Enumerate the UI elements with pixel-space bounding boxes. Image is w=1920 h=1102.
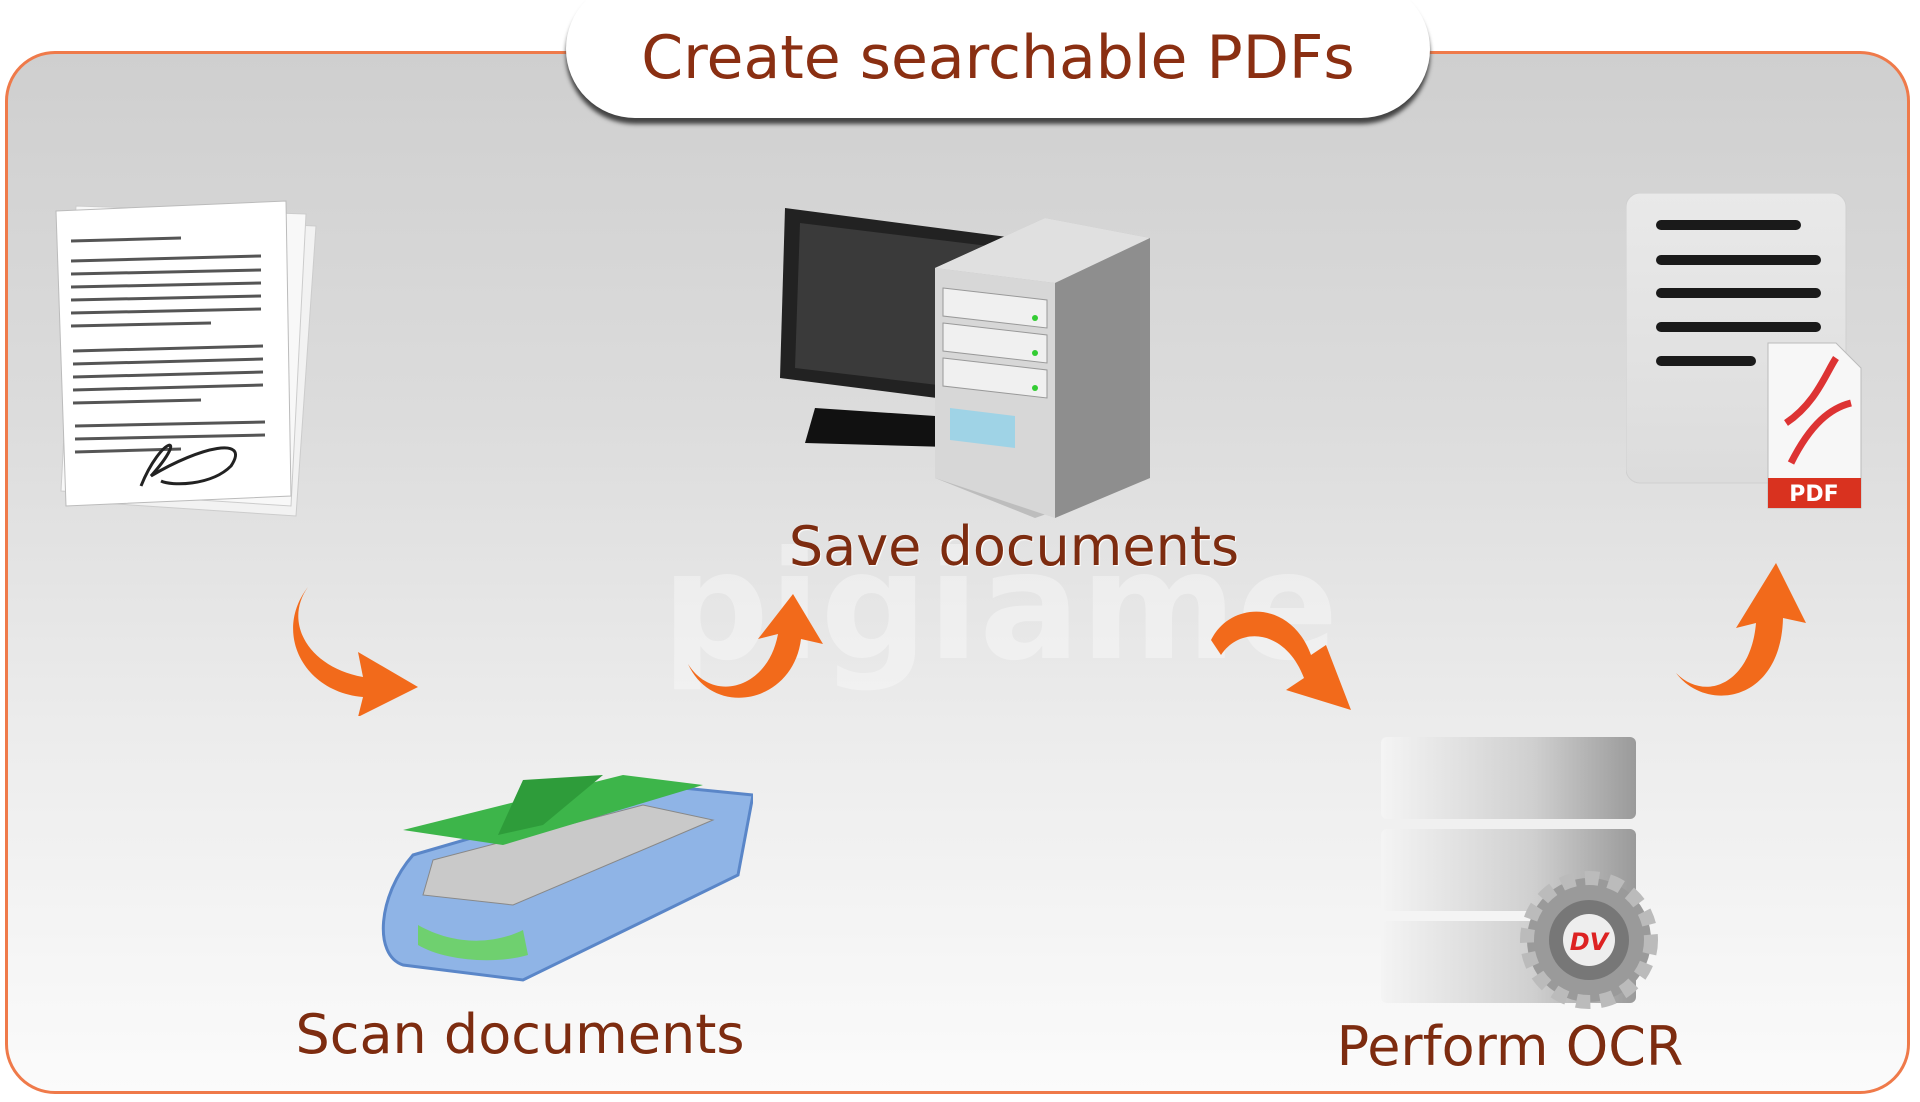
scanner-icon [381, 775, 753, 982]
step-label-ocr: Perform OCR [1336, 1015, 1684, 1078]
computer-server-icon [780, 208, 1150, 518]
pdf-document-icon: PDF [1626, 193, 1862, 509]
paper-documents-icon [55, 200, 317, 517]
arrow-to-ocr-icon [1211, 611, 1351, 710]
title-banner: Create searchable PDFs [566, 0, 1430, 118]
diagram-title: Create searchable PDFs [641, 23, 1355, 93]
arrow-to-save-icon [688, 594, 823, 698]
database-ocr-icon: DV [1381, 737, 1658, 1009]
step-label-save: Save documents [788, 515, 1240, 578]
arrow-to-scan-icon [293, 587, 418, 716]
pdf-badge: PDF [1789, 482, 1838, 507]
arrow-to-pdf-icon [1676, 563, 1806, 696]
step-label-scan: Scan documents [295, 1003, 745, 1066]
ocr-logo: DV [1570, 928, 1611, 956]
